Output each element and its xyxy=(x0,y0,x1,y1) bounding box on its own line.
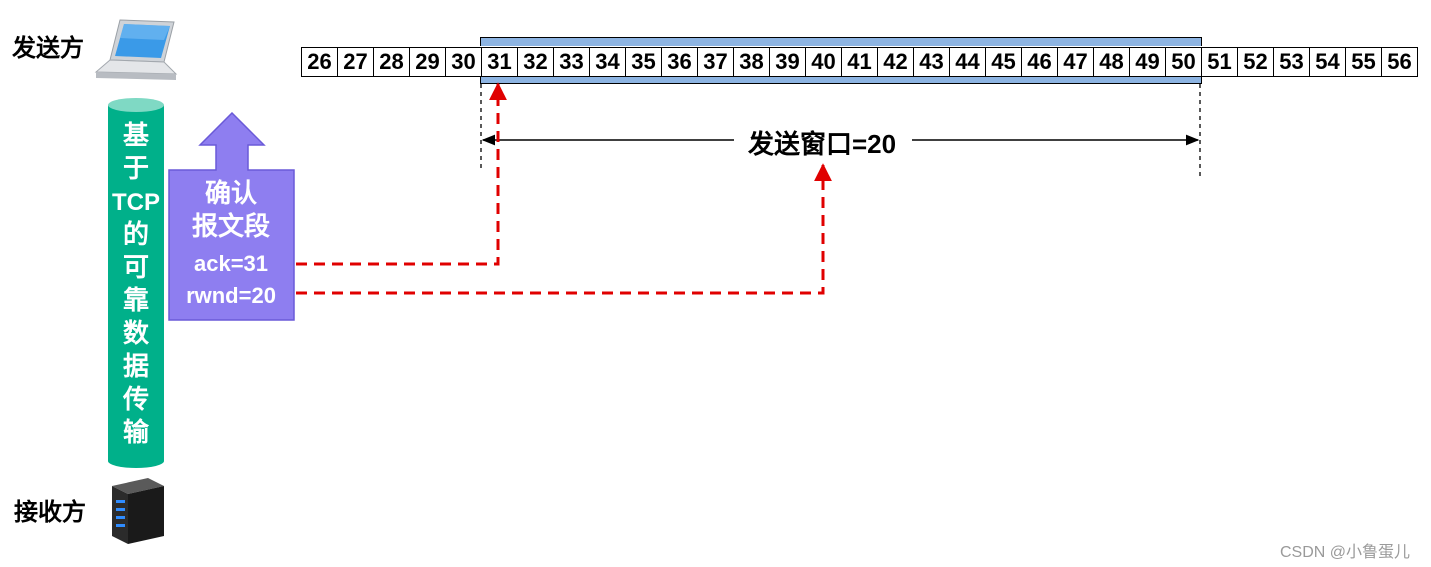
sequence-box-40: 40 xyxy=(805,47,842,77)
sequence-box-45: 45 xyxy=(985,47,1022,77)
ack-number: ack=31 xyxy=(193,251,269,276)
ack-segment-title: 确认 报文段 xyxy=(170,178,292,244)
channel-char: 基 xyxy=(122,121,149,151)
sequence-box-32: 32 xyxy=(517,47,554,77)
sequence-box-37: 37 xyxy=(697,47,734,77)
sequence-box-43: 43 xyxy=(913,47,950,77)
send-window-label: 发送窗口=20 xyxy=(740,124,905,161)
sequence-box-42: 42 xyxy=(877,47,914,77)
sender-label: 发送方 xyxy=(12,35,84,62)
sequence-box-33: 33 xyxy=(553,47,590,77)
ack-segment-arrow xyxy=(168,112,295,321)
channel-tcp: TCP xyxy=(112,189,160,216)
ack-title-line1: 确认 xyxy=(204,179,257,209)
laptop-icon xyxy=(94,19,178,80)
sequence-box-28: 28 xyxy=(373,47,410,77)
receiver-label: 接收方 xyxy=(14,499,86,526)
channel-char: 据 xyxy=(122,352,149,382)
rwnd-value: rwnd=20 xyxy=(186,283,276,308)
watermark: CSDN @小鲁蛋儿 xyxy=(1280,544,1411,561)
sequence-box-38: 38 xyxy=(733,47,770,77)
sequence-box-35: 35 xyxy=(625,47,662,77)
sequence-box-36: 36 xyxy=(661,47,698,77)
sequence-box-48: 48 xyxy=(1093,47,1130,77)
sequence-box-30: 30 xyxy=(445,47,482,77)
channel-label: 基 于 TCP 的 可 靠 数 据 传 输 xyxy=(108,120,164,450)
ack-title-line2: 报文段 xyxy=(191,212,270,242)
rwnd-dashed-arrow xyxy=(296,163,832,295)
server-icon xyxy=(112,478,164,544)
channel-char: 数 xyxy=(122,319,149,349)
sequence-box-55: 55 xyxy=(1345,47,1382,77)
channel-char: 靠 xyxy=(122,286,149,316)
channel-char: 的 xyxy=(122,220,149,250)
sequence-box-51: 51 xyxy=(1201,47,1238,77)
sequence-box-56: 56 xyxy=(1381,47,1418,77)
sequence-box-29: 29 xyxy=(409,47,446,77)
send-window-bar-top xyxy=(480,37,1202,46)
channel-char: 传 xyxy=(122,385,149,415)
sequence-box-50: 50 xyxy=(1165,47,1202,77)
sequence-box-27: 27 xyxy=(337,47,374,77)
sequence-box-26: 26 xyxy=(301,47,338,77)
sequence-box-47: 47 xyxy=(1057,47,1094,77)
channel-char: 输 xyxy=(122,418,149,448)
sequence-box-44: 44 xyxy=(949,47,986,77)
channel-char: 于 xyxy=(122,154,149,184)
sequence-box-39: 39 xyxy=(769,47,806,77)
sequence-box-41: 41 xyxy=(841,47,878,77)
sequence-box-34: 34 xyxy=(589,47,626,77)
tcp-channel-cylinder xyxy=(108,98,164,468)
sequence-box-52: 52 xyxy=(1237,47,1274,77)
sequence-box-46: 46 xyxy=(1021,47,1058,77)
ack-dashed-arrow xyxy=(296,82,507,266)
channel-char: 可 xyxy=(122,253,149,283)
sequence-box-49: 49 xyxy=(1129,47,1166,77)
sequence-box-54: 54 xyxy=(1309,47,1346,77)
sequence-box-53: 53 xyxy=(1273,47,1310,77)
send-window-bar-bottom xyxy=(480,76,1202,84)
sequence-box-31: 31 xyxy=(481,47,518,77)
